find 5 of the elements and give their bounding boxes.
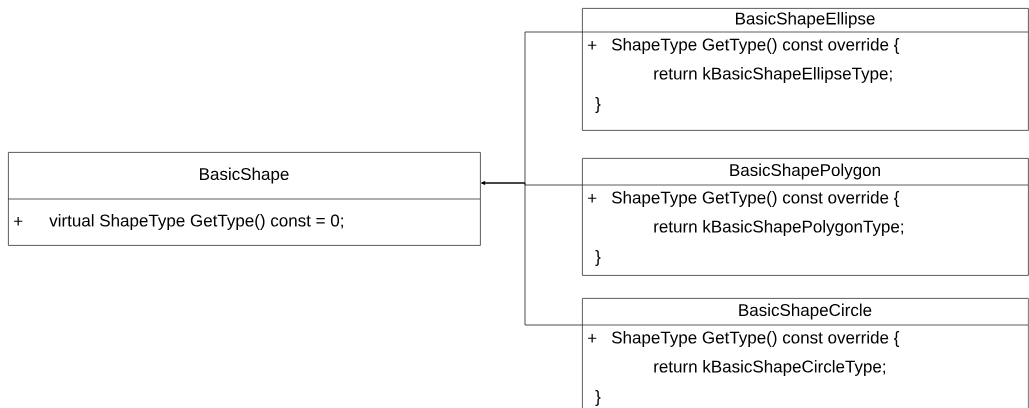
inheritance-arrow <box>481 181 583 326</box>
class-box: BasicShapeCircle + ShapeType GetType() const override { return kBasicShapeCircleType; } <box>581 298 1029 408</box>
class-box: BasicShapeEllipse + ShapeType GetType() const override { return kBasicShapeEllipseType; } <box>581 8 1029 131</box>
class-box: BasicShapePolygon + ShapeType GetType() const override { return kBasicShapePolygonType; } <box>581 158 1029 276</box>
class-box: BasicShape + virtual ShapeType GetType() const = 0; <box>7 152 481 246</box>
